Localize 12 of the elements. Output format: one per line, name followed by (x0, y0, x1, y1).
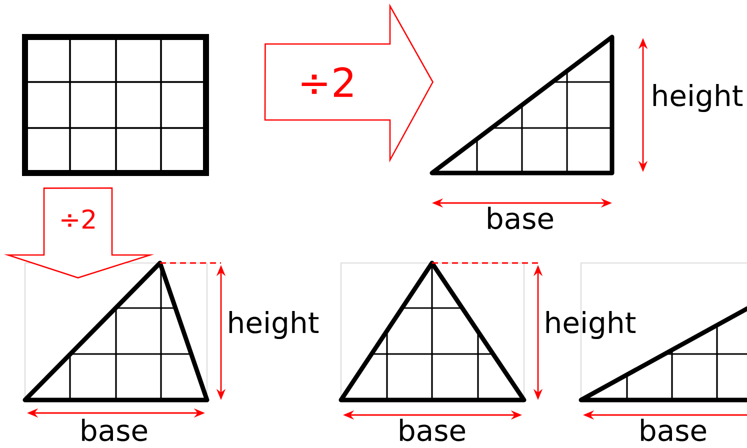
grid-rectangle (22, 34, 209, 176)
dimension-label: base (82, 418, 148, 442)
edge-label: ÷2 (296, 66, 358, 98)
dimension-label: height (229, 310, 319, 340)
dimension-label: base (488, 206, 554, 230)
edge-label: ÷2 (58, 208, 98, 230)
grid-triangle (430, 34, 614, 176)
dimension-label: base (400, 418, 466, 442)
dimension-label: height (653, 84, 743, 112)
dimension-label: height (546, 310, 636, 340)
grid-triangle (338, 260, 526, 402)
dimension-label: base (641, 418, 706, 442)
